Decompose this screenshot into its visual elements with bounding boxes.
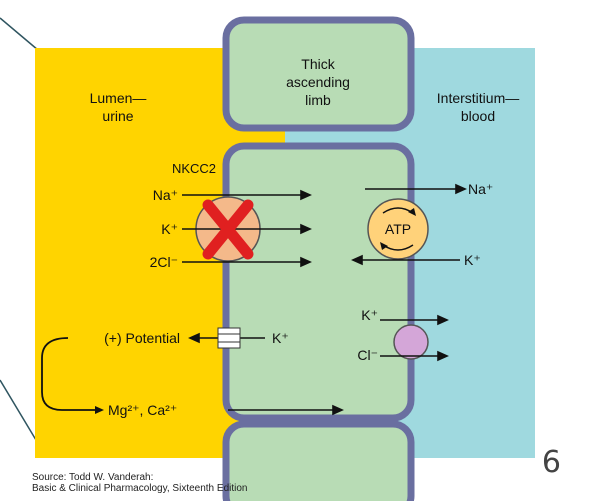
k-channel-label: K⁺ <box>272 330 289 346</box>
main-cell <box>222 142 415 422</box>
upper-cell <box>222 16 415 132</box>
page-number: 6 <box>541 445 561 480</box>
thick-limb-label: Thick <box>301 56 335 72</box>
k-channel <box>217 327 241 349</box>
lumen-label-2: urine <box>102 108 133 124</box>
potential-feedback-arrow <box>41 337 98 411</box>
source-caption-line1: Source: Todd W. Vanderah: <box>32 472 154 483</box>
nkcc2-label: NKCC2 <box>172 161 216 176</box>
callout-line-top <box>0 17 39 51</box>
block-x-icon <box>202 199 254 260</box>
atp-label: ATP <box>385 221 411 237</box>
cl-ion-label: 2Cl⁻ <box>150 254 178 270</box>
mg-ca-label: Mg²⁺, Ca²⁺ <box>108 402 177 418</box>
na-ion-label: Na⁺ <box>153 187 178 203</box>
kcl-arrows <box>380 314 449 362</box>
interstitium-label: Interstitium— <box>437 90 519 106</box>
callout-line-bottom <box>0 379 37 441</box>
kcl-cotransporter <box>393 324 429 360</box>
cl-basolateral-label: Cl⁻ <box>357 347 378 363</box>
k-ion-label: K⁺ <box>161 221 178 237</box>
paracellular-arrow <box>228 404 344 416</box>
na-out-label: Na⁺ <box>468 181 493 197</box>
potential-label: (+) Potential <box>104 330 180 346</box>
source-caption-line2: Basic & Clinical Pharmacology, Sixteenth… <box>32 483 248 494</box>
k-basolateral-label: K⁺ <box>361 307 378 323</box>
thick-limb-label-3: limb <box>305 92 331 108</box>
nkcc2-arrows <box>182 189 312 268</box>
atp-arrows <box>351 183 467 266</box>
interstitium-label-2: blood <box>461 108 495 124</box>
lumen-label: Lumen— <box>90 90 147 106</box>
thick-limb-label-2: ascending <box>286 74 350 90</box>
lower-cell <box>222 420 415 501</box>
k-in-label: K⁺ <box>464 252 481 268</box>
source-caption: Source: Todd W. Vanderah: Basic & Clinic… <box>32 472 247 494</box>
